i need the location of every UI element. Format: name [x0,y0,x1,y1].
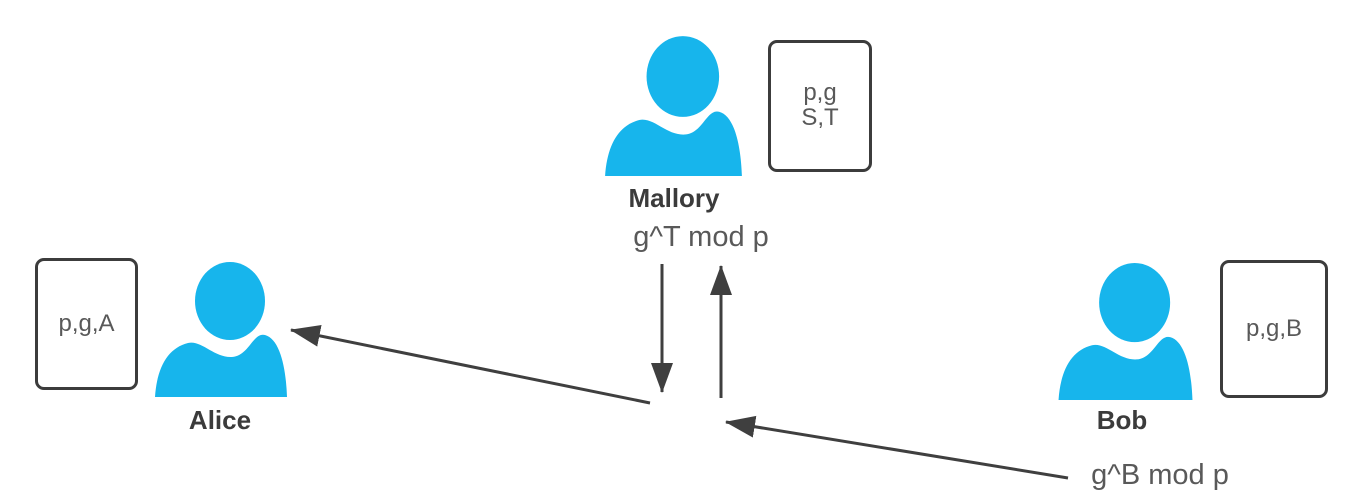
message-gb-mod-p-label: g^B mod p [1091,459,1229,491]
actor-name-mallory: Mallory [628,183,720,213]
card-line: S,T [801,104,839,131]
actor-name-alice: Alice [188,405,252,435]
knowledge-card-alice: p,g,A [35,258,138,390]
card-line: p,g,B [1245,314,1303,342]
person-icon-mallory [605,36,742,176]
knowledge-card-bob: p,g,B [1220,260,1328,398]
arrow-center-to-alice [290,324,651,405]
message-gt-mod-p-label: g^T mod p [633,221,769,253]
person-icon-bob [1058,263,1193,400]
card-line: p,g [803,79,837,107]
actor-name-bob: Bob [1096,405,1148,435]
card-line: p,g,A [58,309,115,337]
person-icon-alice [155,262,287,397]
arrow-bob-to-center [725,415,1069,480]
knowledge-card-mallory: p,g S,T [768,40,872,172]
